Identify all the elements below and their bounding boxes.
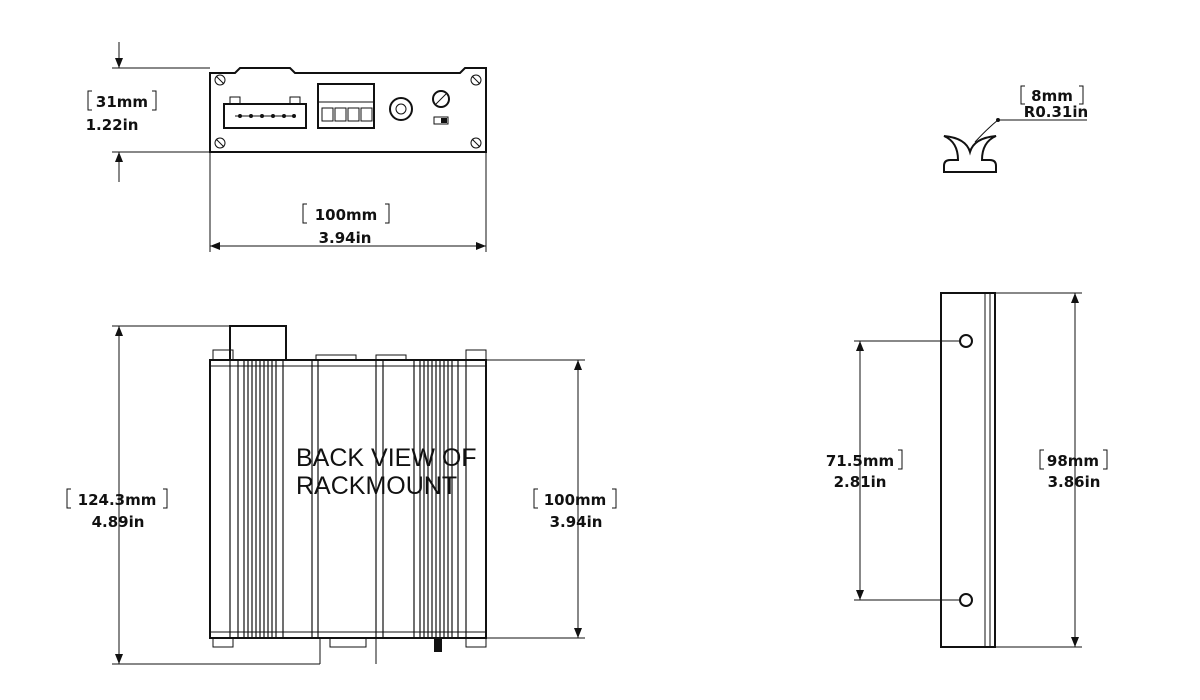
bracket-length-mm-label: 98mm bbox=[1047, 452, 1099, 470]
front-width-in-label: 3.94in bbox=[319, 229, 372, 247]
round-jack bbox=[389, 97, 413, 121]
bottom-connector bbox=[319, 638, 377, 664]
terminal-connector bbox=[223, 96, 307, 129]
bracket-clip-profile bbox=[943, 135, 997, 173]
left-fin-group bbox=[229, 360, 284, 638]
front-view: 31mm 1.22in 100mm 3.94in bbox=[86, 42, 487, 252]
plug-connector bbox=[317, 83, 375, 129]
mounting-hole bbox=[959, 334, 973, 348]
bracket-length-dimension-lines bbox=[995, 292, 1108, 648]
radius-in-label: R0.31in bbox=[1024, 103, 1088, 121]
hole-spacing-dimension-lines bbox=[854, 340, 960, 601]
bracket-length-in-label: 3.86in bbox=[1048, 473, 1101, 491]
corner-screw bbox=[470, 74, 482, 86]
overlay-line-1: BACK VIEW OF bbox=[296, 444, 477, 472]
front-height-dimension-lines bbox=[87, 42, 210, 182]
overlay-line-2: RACKMOUNT bbox=[296, 472, 457, 500]
hole-spacing-mm-label: 71.5mm bbox=[826, 452, 894, 470]
total-height-mm-label: 124.3mm bbox=[78, 491, 157, 509]
total-height-in-label: 4.89in bbox=[92, 513, 145, 531]
corner-screw bbox=[214, 74, 226, 86]
dip-switch bbox=[433, 116, 449, 125]
radius-mm-label: 8mm bbox=[1031, 87, 1073, 105]
body-height-dimension-lines bbox=[486, 359, 617, 639]
front-enclosure-outline bbox=[209, 67, 487, 153]
corner-screw bbox=[214, 137, 226, 149]
front-height-mm-label: 31mm bbox=[96, 93, 148, 111]
body-height-in-label: 3.94in bbox=[550, 513, 603, 531]
bracket-plate bbox=[940, 292, 996, 648]
hole-spacing-in-label: 2.81in bbox=[834, 473, 887, 491]
front-width-dimension-lines bbox=[209, 152, 487, 252]
bottom-antenna-stub bbox=[434, 638, 442, 652]
bracket-view: 71.5mm 2.81in 98mm 3.86in bbox=[826, 292, 1108, 648]
radius-arc bbox=[974, 119, 999, 143]
mounting-hole bbox=[959, 593, 973, 607]
front-height-in-label: 1.22in bbox=[86, 116, 139, 134]
top-connector-block bbox=[229, 325, 287, 361]
radius-detail-view: 8mm R0.31in bbox=[943, 85, 1088, 173]
right-fin-group bbox=[413, 360, 467, 638]
heatsink-body bbox=[209, 359, 487, 639]
adjustment-knob bbox=[432, 90, 450, 108]
corner-screw bbox=[470, 137, 482, 149]
side-view: BACK VIEW OF RACKMOUNT 124.3mm 4.89in 10… bbox=[66, 325, 617, 665]
front-width-mm-label: 100mm bbox=[315, 206, 378, 224]
body-height-mm-label: 100mm bbox=[544, 491, 607, 509]
total-height-dimension-lines bbox=[66, 325, 320, 665]
